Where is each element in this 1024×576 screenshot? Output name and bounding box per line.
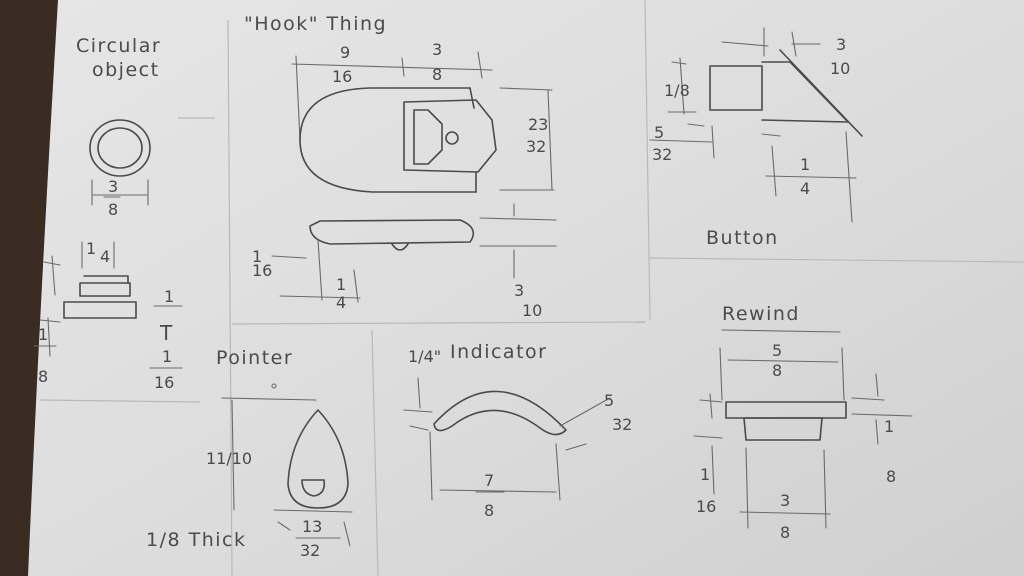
- hook-16a: 16: [332, 67, 352, 86]
- pointer-label: Pointer: [216, 347, 293, 369]
- btn-5: 5: [654, 123, 664, 142]
- ptr-13: 13: [302, 517, 322, 536]
- hook-16b: 16: [252, 261, 272, 280]
- circ-8b: 8: [38, 367, 48, 386]
- rw-3: 3: [780, 491, 790, 510]
- btn-10: 10: [830, 59, 850, 78]
- hook-thing-drawing: "Hook" Thing 9 16 3 8 23 32 1 16 1 4 3 1…: [244, 13, 557, 320]
- rw-8: 8: [772, 361, 782, 380]
- ind-5: 5: [604, 391, 614, 410]
- hook-3: 3: [432, 40, 442, 59]
- hook-8: 8: [432, 65, 442, 84]
- btn-1-8: 1/8: [664, 81, 690, 100]
- pointer-drawing: Pointer 11/10 13 32 1/8 Thick: [146, 347, 353, 560]
- indicator-label: Indicator: [450, 341, 547, 363]
- rw-8c: 8: [780, 523, 790, 542]
- rewind-label: Rewind: [722, 303, 800, 325]
- circular-label-line1: Circular: [76, 35, 161, 57]
- hook-23: 23: [528, 115, 548, 134]
- circ-1d: 1: [162, 347, 172, 366]
- paper-sheet: [28, 0, 1024, 576]
- hook-32: 32: [526, 137, 546, 156]
- btn-3: 3: [836, 35, 846, 54]
- circ-4: 4: [100, 247, 110, 266]
- ind-32: 32: [612, 415, 632, 434]
- circ-8: 8: [108, 200, 118, 219]
- btn-4: 4: [800, 179, 810, 198]
- hook-4: 4: [336, 293, 346, 312]
- circ-1b: 1: [164, 287, 174, 306]
- ind-1-4: 1/4": [408, 347, 441, 366]
- hook-9: 9: [340, 43, 350, 62]
- rw-1b: 1: [700, 465, 710, 484]
- circ-1a: 1: [86, 239, 96, 258]
- hook-1b: 1: [336, 275, 346, 294]
- hook-10: 10: [522, 301, 542, 320]
- rw-16: 16: [696, 497, 716, 516]
- btn-32: 32: [652, 145, 672, 164]
- circular-label-line2: object: [92, 59, 160, 81]
- ptr-32: 32: [300, 541, 320, 560]
- ind-8: 8: [484, 501, 494, 520]
- rw-8b: 8: [886, 467, 896, 486]
- circ-1c: 1: [38, 325, 48, 344]
- button-label: Button: [706, 227, 779, 249]
- rw-5: 5: [772, 341, 782, 360]
- section-dividers: [39, 0, 1024, 576]
- circ-3: 3: [108, 177, 118, 196]
- btn-1: 1: [800, 155, 810, 174]
- rewind-drawing: Rewind 5 8 1 8 1 16 3 8: [693, 303, 913, 542]
- eighth-thick-label: 1/8 Thick: [146, 529, 247, 551]
- ptr-11-10: 11/10: [206, 449, 252, 468]
- indicator-drawing: 1/4" Indicator 5 32 7 8: [403, 341, 632, 520]
- hook-label: "Hook" Thing: [244, 13, 387, 35]
- circ-16: 16: [154, 373, 174, 392]
- button-drawing: 3 10 1/8 5 32 1 4 Button: [649, 27, 863, 249]
- hook-1: 1: [252, 247, 262, 266]
- circ-T: T: [159, 321, 173, 345]
- ind-7: 7: [484, 471, 494, 490]
- circular-object-drawing: Circular object 3 8 1 4 1 T 1 8 1 16: [33, 35, 183, 392]
- hook-3b: 3: [514, 281, 524, 300]
- rw-1: 1: [884, 417, 894, 436]
